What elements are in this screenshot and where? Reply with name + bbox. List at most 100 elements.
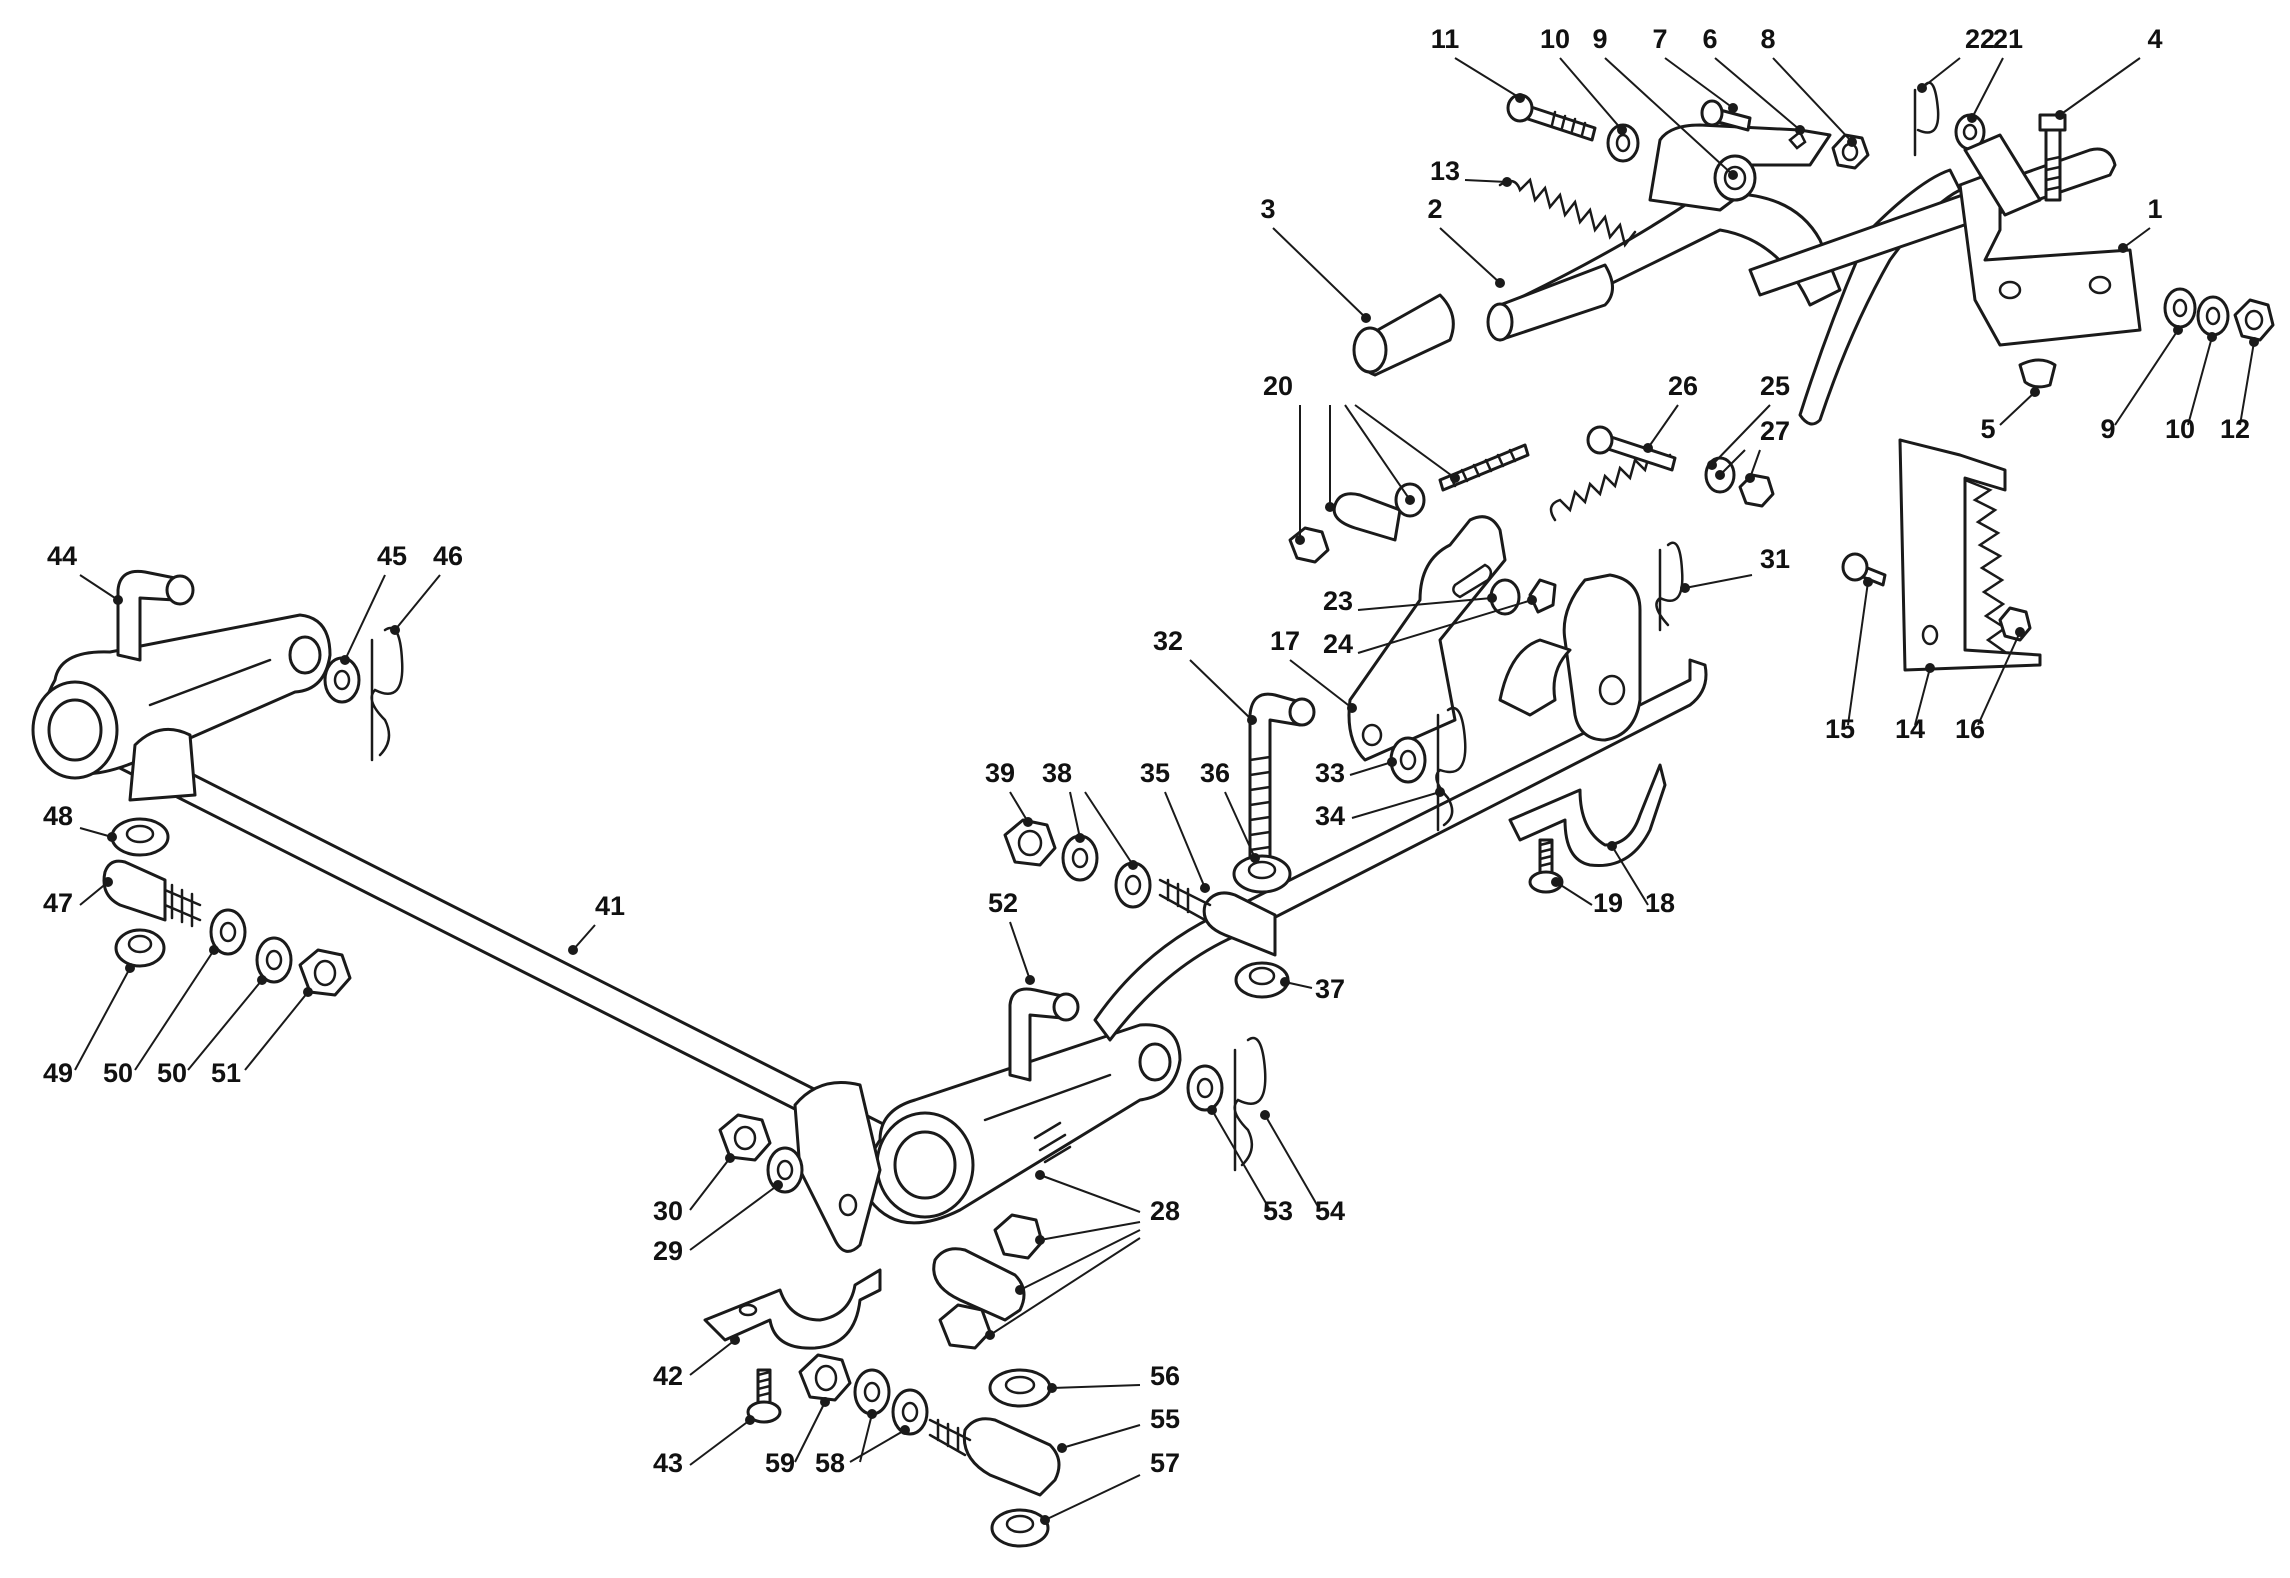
callout-c38-leader-dot — [1128, 860, 1138, 870]
callout-label-c19: 19 — [1593, 888, 1623, 918]
callout-c32-leader-dot — [1247, 715, 1257, 725]
callout-c56-leader-dot — [1047, 1383, 1057, 1393]
nut-48 — [110, 817, 170, 857]
callout-c55-leader — [1061, 1424, 1141, 1449]
callout-c48-leader-dot — [107, 832, 117, 842]
callout-c28-leader-dot — [985, 1330, 995, 1340]
clip-22 — [1913, 81, 1940, 157]
callout-c20-leader-dot — [1325, 502, 1335, 512]
nut-36 — [1232, 854, 1292, 894]
washer-9b — [2163, 287, 2197, 329]
callout-label-c46: 46 — [433, 541, 463, 571]
callout-label-c22: 22 — [1965, 24, 1995, 54]
callout-label-c18: 18 — [1645, 888, 1675, 918]
callout-label-c11: 11 — [1431, 24, 1460, 54]
callout-c12-leader-dot — [2249, 337, 2259, 347]
callout-c50b-leader-dot — [257, 975, 267, 985]
callout-c57-leader — [1044, 1474, 1141, 1521]
nut-59 — [798, 1353, 852, 1402]
callout-label-c3: 3 — [1260, 194, 1275, 224]
callout-c18-leader-dot — [1607, 841, 1617, 851]
callout-c16-leader — [1977, 631, 2021, 726]
callout-label-c36: 36 — [1200, 758, 1230, 788]
callout-c45-leader-dot — [340, 655, 350, 665]
callout-c20-leader-dot — [1295, 535, 1305, 545]
callout-c11-leader-dot — [1515, 93, 1525, 103]
callout-c47-leader-dot — [103, 877, 113, 887]
callout-c18-leader — [1611, 845, 1649, 906]
callout-label-c27: 27 — [1760, 416, 1790, 446]
nut-39 — [1003, 818, 1057, 867]
rod-fitting-20 — [1332, 492, 1402, 542]
washer-45 — [323, 656, 361, 704]
callout-c43-leader — [689, 1419, 751, 1466]
callout-c28-leader-dot — [1035, 1235, 1045, 1245]
callout-label-c33: 33 — [1315, 758, 1345, 788]
callout-c9b-leader — [2114, 329, 2179, 426]
callout-c9a-leader-dot — [1728, 170, 1738, 180]
callout-c49-leader-dot — [125, 963, 135, 973]
callout-label-c41: 41 — [595, 891, 625, 921]
callout-label-c43: 43 — [653, 1448, 683, 1478]
callout-c51-leader — [244, 991, 309, 1071]
callout-c48-leader — [79, 827, 113, 838]
callout-c47-leader — [79, 881, 109, 906]
callout-label-c9b: 9 — [2100, 414, 2115, 444]
callout-c2-leader — [1439, 227, 1501, 284]
callout-c26-leader — [1647, 404, 1679, 449]
callout-c6-leader — [1714, 57, 1801, 131]
callout-label-c23: 23 — [1323, 586, 1353, 616]
callout-label-c52: 52 — [988, 888, 1018, 918]
callout-label-c44: 44 — [47, 541, 77, 571]
callout-c35-leader-dot — [1200, 883, 1210, 893]
callout-c24-leader — [1357, 599, 1533, 654]
callout-label-c55: 55 — [1150, 1404, 1180, 1434]
callout-c20-leader — [1354, 404, 1456, 479]
leader-lines — [74, 57, 2259, 1525]
callout-c28-leader — [1019, 1229, 1141, 1291]
callout-c27-leader-dot — [1745, 473, 1755, 483]
callout-label-c15: 15 — [1825, 714, 1855, 744]
nut-49 — [114, 928, 166, 968]
callout-label-c5: 5 — [1980, 414, 1995, 444]
nut-57 — [990, 1508, 1050, 1548]
callout-c57-leader-dot — [1040, 1515, 1050, 1525]
threaded-rod-20 — [1438, 443, 1530, 492]
r-clip-34 — [1435, 706, 1467, 832]
callout-c11-leader — [1454, 57, 1521, 99]
washer-10 — [1606, 123, 1640, 163]
callout-c10b-leader — [2187, 336, 2213, 426]
callout-c22-leader — [1921, 57, 1961, 89]
callout-c9b-leader-dot — [2173, 325, 2183, 335]
callout-label-c50b: 50 — [157, 1058, 187, 1088]
callout-label-c14: 14 — [1895, 714, 1925, 744]
upper-handle-rod — [1503, 191, 1842, 332]
callout-c1-leader — [2122, 227, 2151, 249]
nut-16 — [1998, 606, 2032, 642]
callout-c56-leader — [1051, 1384, 1141, 1389]
callout-c33-leader-dot — [1387, 757, 1397, 767]
callout-c3-leader — [1272, 227, 1367, 319]
callout-c38-leader — [1069, 791, 1081, 839]
callout-label-c31: 31 — [1760, 544, 1790, 574]
callout-c14-leader — [1914, 667, 1931, 726]
callout-label-c21: 21 — [1993, 24, 2023, 54]
callout-c10a-leader-dot — [1617, 125, 1627, 135]
left-pin — [116, 569, 177, 662]
callout-label-c7: 7 — [1652, 24, 1667, 54]
callout-c52-leader — [1009, 921, 1031, 981]
callout-c16-leader-dot — [2015, 627, 2025, 637]
left-arm-hole — [288, 635, 322, 675]
callout-c6-leader-dot — [1795, 125, 1805, 135]
callout-c33-leader — [1349, 761, 1393, 776]
callout-c29-leader — [689, 1184, 779, 1251]
callout-label-c25: 25 — [1760, 371, 1790, 401]
callout-c27-leader-dot — [1715, 470, 1725, 480]
callout-c30-leader-dot — [725, 1153, 735, 1163]
callout-c7-leader-dot — [1728, 103, 1738, 113]
callout-label-c12: 12 — [2220, 414, 2250, 444]
right-arm-hole — [1138, 1042, 1172, 1082]
callout-label-c39: 39 — [985, 758, 1015, 788]
callout-c5-leader — [1999, 391, 2036, 426]
